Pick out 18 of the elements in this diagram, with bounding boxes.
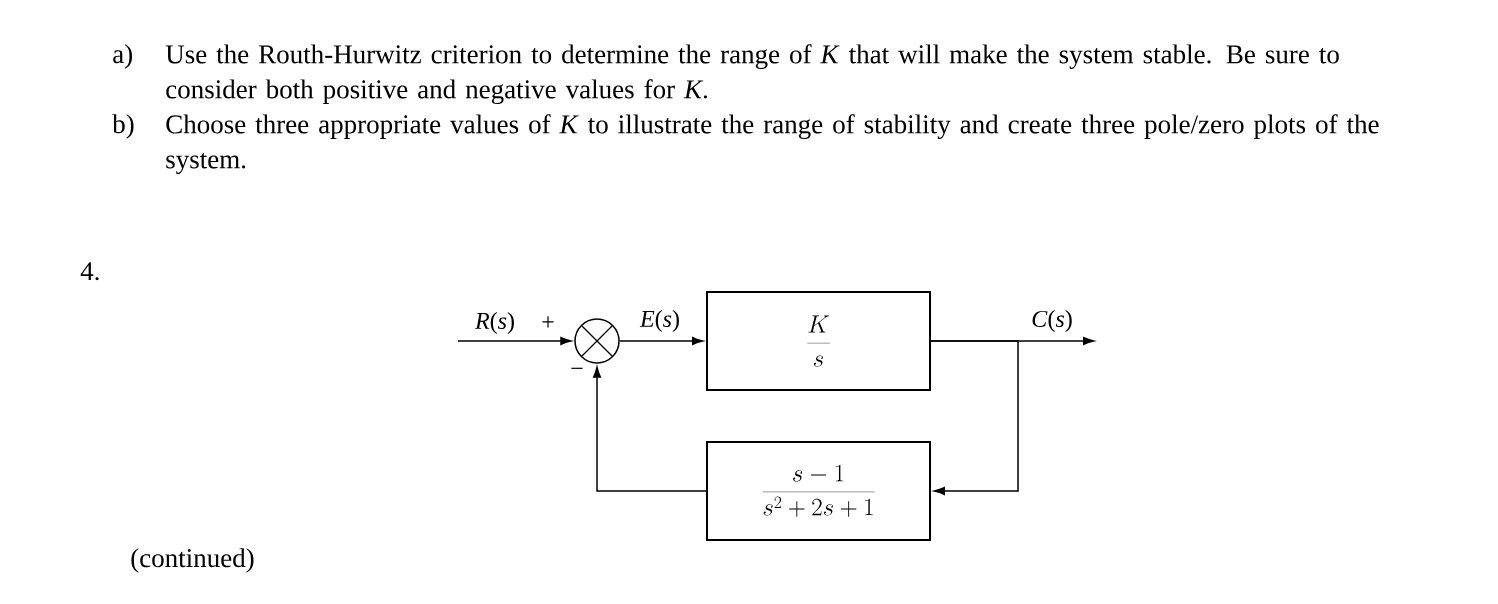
transfer-function-block: $\frac{s-1}{s^2+2s+1}$ [706,441,931,541]
question-text: Choose three appropriate values of K to illustrate the range of stability and create three pole/zero plots of the system. [166,114,1379,175]
arrow [457,336,572,346]
transfer-function-block: $\frac{K}{s}$ [706,291,931,391]
arrow [930,340,1019,496]
list-marker: a) [113,44,132,69]
edge-label: C(s) [1030,309,1074,333]
sign-label: + [542,316,554,328]
arrow [593,366,707,492]
note-text: (continued) [131,548,254,573]
arrow [619,336,704,346]
edge-label: E(s) [639,309,681,333]
sign-label: − [571,367,583,369]
summing-junction [574,318,620,364]
edge-label: R(s) [474,311,516,335]
question-text: Use the Routh-Hurwitz criterion to determine the range of K that will make the system stable. Be sure to consider both positive and negative values for K. [165,44,1339,105]
list-marker: b) [112,114,134,139]
problem-number: 4. [80,262,99,281]
